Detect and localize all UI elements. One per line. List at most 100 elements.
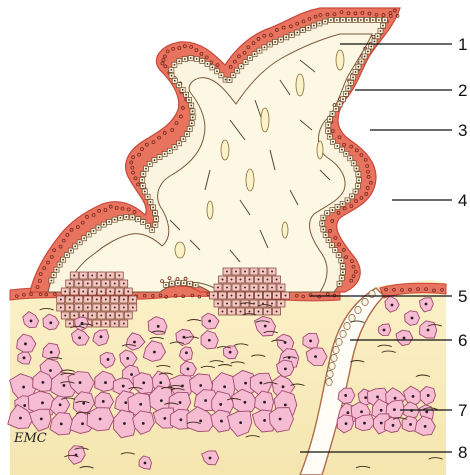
- pink-cell-nucleus: [412, 395, 415, 398]
- pink-cell-nucleus: [346, 411, 349, 414]
- pink-cell-nucleus: [24, 342, 27, 345]
- pink-cell-nucleus: [209, 457, 212, 460]
- basal-nucleus: [355, 71, 357, 73]
- cluster-nucleus: [109, 315, 111, 317]
- cluster-nucleus: [78, 283, 80, 285]
- basal-nucleus: [188, 99, 190, 101]
- pink-cell-nucleus: [229, 351, 232, 354]
- basal-nucleus: [366, 19, 368, 21]
- basal-nucleus: [125, 216, 127, 218]
- basal-nucleus: [62, 259, 64, 261]
- pink-cell-nucleus: [394, 397, 397, 400]
- basal-nucleus: [66, 254, 68, 256]
- basal-nucleus: [147, 196, 149, 198]
- pink-cell-nucleus: [99, 418, 102, 421]
- cluster-nucleus: [69, 283, 71, 285]
- cluster-nucleus: [100, 291, 102, 293]
- pink-cell-nucleus: [41, 381, 44, 384]
- cluster-nucleus: [226, 271, 228, 273]
- basal-nucleus: [327, 124, 329, 126]
- basal-nucleus: [114, 219, 116, 221]
- cluster-nucleus: [235, 303, 237, 305]
- basal-nucleus: [165, 284, 167, 286]
- pink-cell-nucleus: [23, 356, 26, 359]
- cluster-nucleus: [240, 279, 242, 281]
- pink-cell-nucleus: [142, 381, 145, 384]
- basal-nucleus: [191, 122, 193, 124]
- cluster-nucleus: [280, 303, 282, 305]
- pink-cell-nucleus: [60, 422, 63, 425]
- basal-nucleus: [182, 89, 184, 91]
- cluster-nucleus: [249, 311, 251, 313]
- cluster-nucleus: [132, 299, 134, 301]
- basal-nucleus: [345, 153, 347, 155]
- cluster-nucleus: [60, 307, 62, 309]
- pink-cell-nucleus: [427, 394, 430, 397]
- basal-nucleus: [370, 46, 372, 48]
- basal-nucleus: [334, 249, 336, 251]
- label-6: 6: [458, 331, 467, 350]
- cluster-nucleus: [60, 299, 62, 301]
- basal-nucleus: [324, 21, 326, 23]
- pink-cell-nucleus: [425, 303, 428, 306]
- basal-nucleus: [189, 283, 191, 285]
- pink-cell-nucleus: [344, 394, 347, 397]
- pink-cell-nucleus: [199, 420, 202, 423]
- pink-cell-nucleus: [392, 424, 395, 427]
- basal-nucleus: [351, 195, 353, 197]
- pink-cell-nucleus: [345, 422, 348, 425]
- pink-cell-nucleus: [380, 409, 383, 412]
- fibroblast-oval: [175, 242, 185, 258]
- basal-nucleus: [336, 19, 338, 21]
- basal-nucleus: [280, 39, 282, 41]
- cluster-nucleus: [267, 295, 269, 297]
- pink-cell-nucleus: [220, 420, 223, 423]
- basal-nucleus: [74, 246, 76, 248]
- basal-nucleus: [361, 61, 363, 63]
- pink-cell-nucleus: [81, 422, 84, 425]
- cluster-nucleus: [249, 279, 251, 281]
- basal-nucleus: [56, 269, 58, 271]
- cluster-nucleus: [276, 279, 278, 281]
- basal-nucleus: [190, 105, 192, 107]
- basal-nucleus: [171, 283, 173, 285]
- basal-nucleus: [321, 223, 323, 225]
- basal-nucleus: [329, 136, 331, 138]
- pink-cell-nucleus: [364, 396, 367, 399]
- label-3: 3: [458, 121, 467, 140]
- basal-nucleus: [192, 110, 194, 112]
- cluster-nucleus: [73, 291, 75, 293]
- basal-nucleus: [53, 274, 55, 276]
- pink-cell-nucleus: [391, 304, 394, 307]
- pink-cell-nucleus: [383, 329, 386, 332]
- pink-cell-nucleus: [102, 400, 105, 403]
- basal-nucleus: [144, 191, 146, 193]
- label-2: 2: [458, 81, 467, 100]
- pink-cell-nucleus: [284, 403, 287, 406]
- basal-nucleus: [357, 173, 359, 175]
- cluster-nucleus: [267, 279, 269, 281]
- cluster-nucleus: [118, 291, 120, 293]
- basal-nucleus: [332, 141, 334, 143]
- basal-nucleus: [229, 79, 231, 81]
- basal-nucleus: [88, 234, 90, 236]
- cluster-nucleus: [226, 287, 228, 289]
- pink-cell-nucleus: [223, 385, 226, 388]
- basal-nucleus: [171, 75, 173, 77]
- pink-cell-nucleus: [244, 401, 247, 404]
- pink-cell-nucleus: [157, 325, 160, 328]
- basal-nucleus: [150, 201, 152, 203]
- cluster-nucleus: [91, 315, 93, 317]
- pink-cell-nucleus: [49, 369, 52, 372]
- basal-nucleus: [216, 70, 218, 72]
- cluster-nucleus: [127, 291, 129, 293]
- pink-cell-nucleus: [264, 325, 267, 328]
- basal-nucleus: [149, 163, 151, 165]
- basal-nucleus: [358, 179, 360, 181]
- cluster-nucleus: [217, 303, 219, 305]
- cluster-nucleus: [105, 323, 107, 325]
- cluster-nucleus: [78, 299, 80, 301]
- basal-nucleus: [307, 27, 309, 29]
- pink-cell-nucleus: [424, 425, 427, 428]
